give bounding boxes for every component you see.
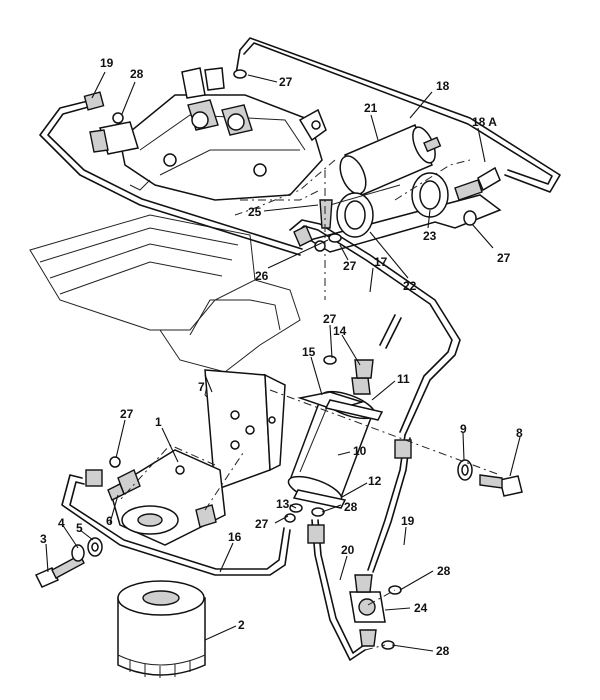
injection-pump-assembly: [89, 67, 327, 201]
callout-25: 25: [248, 205, 262, 219]
callout-20: 20: [341, 543, 355, 557]
callout-16: 16: [228, 530, 242, 544]
callout-19-upper: 19: [100, 56, 114, 70]
callout-labels: 1 2 3 4 5 6 7 8 9 10 11 12 13 14 15 16 1…: [40, 56, 523, 658]
callout-24: 24: [414, 601, 428, 615]
callout-10: 10: [353, 444, 367, 458]
callout-5: 5: [76, 521, 83, 535]
callout-28-right: 28: [437, 564, 451, 578]
callout-13: 13: [276, 497, 290, 511]
callout-18: 18: [436, 79, 450, 93]
callout-14: 14: [333, 324, 347, 338]
callout-15: 15: [302, 345, 316, 359]
callout-11: 11: [397, 372, 410, 386]
callout-12: 12: [368, 474, 382, 488]
callout-21: 21: [364, 101, 378, 115]
fuel-line-20: [307, 519, 366, 661]
callout-27-mid: 27: [343, 259, 357, 273]
callout-2: 2: [238, 618, 245, 632]
callout-1: 1: [155, 415, 162, 429]
callout-27-lower: 27: [255, 517, 269, 531]
callout-3: 3: [40, 532, 47, 546]
filter-bracket-22: [308, 172, 502, 253]
callout-17: 17: [374, 255, 388, 269]
tee-fitting-24: [349, 574, 386, 647]
callout-27-upper-separator: 27: [323, 312, 337, 326]
callout-28-bottom: 28: [436, 644, 450, 658]
callout-23: 23: [423, 229, 437, 243]
callout-26: 26: [255, 269, 269, 283]
engine-outline: [29, 214, 301, 411]
fuel-line-19-upper: [39, 91, 303, 256]
callout-6: 6: [106, 514, 113, 528]
fuel-line-16: [61, 469, 291, 576]
fuel-filter-21: [339, 124, 442, 196]
fuel-line-17: [289, 219, 461, 436]
callout-8: 8: [516, 426, 523, 440]
fuel-line-19-lower: [367, 434, 412, 573]
oil-filter-2: [117, 580, 206, 678]
mounting-bracket-7: [204, 369, 286, 492]
callout-18a: 18 A: [472, 115, 497, 129]
leader-lines: [45, 71, 521, 652]
callout-28-separator: 28: [344, 500, 358, 514]
fitting-18a: [454, 166, 501, 201]
callout-28-top: 28: [130, 67, 144, 81]
callout-19-lower: 19: [401, 514, 415, 528]
callout-22: 22: [403, 279, 417, 293]
callout-7: 7: [198, 380, 205, 394]
callout-27-left: 27: [120, 407, 134, 421]
callout-9: 9: [460, 422, 467, 436]
callout-27-right: 27: [497, 251, 511, 265]
filter-adapter-1: [109, 449, 226, 546]
callout-4: 4: [58, 516, 65, 530]
callout-27-top: 27: [279, 75, 293, 89]
